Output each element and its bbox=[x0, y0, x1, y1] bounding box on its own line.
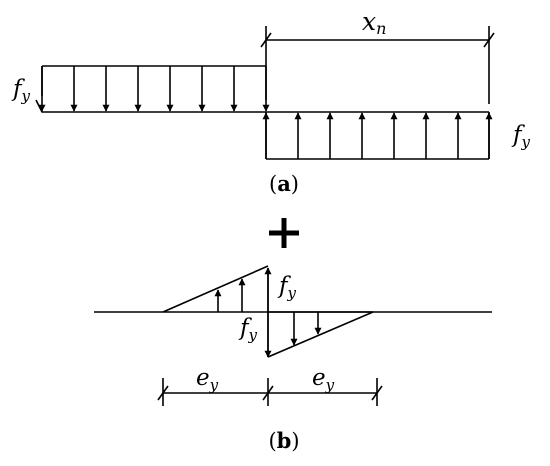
xn-tick-right bbox=[483, 32, 495, 48]
tension-block bbox=[265, 112, 490, 160]
tension-arrows bbox=[262, 112, 493, 159]
caption-a: (a) bbox=[269, 171, 299, 196]
fy-label-top: fy bbox=[277, 273, 297, 302]
caption-b: (b) bbox=[268, 428, 299, 453]
xn-label: xn bbox=[362, 7, 386, 38]
ey-tick-right bbox=[371, 385, 383, 401]
panel-a: xn fy fy (a) bbox=[11, 7, 531, 196]
beam-axis-left bbox=[35, 99, 266, 113]
upper-triangle-hypotenuse bbox=[162, 265, 269, 313]
panel-b: fy fy ey ey (b) bbox=[94, 265, 492, 453]
fy-label-bottom: fy bbox=[238, 315, 258, 344]
ey-tick-left bbox=[157, 385, 169, 401]
ey-dimension bbox=[157, 378, 383, 406]
ey-label-right: ey bbox=[312, 365, 335, 394]
plus-sign bbox=[269, 218, 299, 248]
fy-label-right: fy bbox=[511, 122, 531, 151]
xn-dimension bbox=[260, 26, 495, 104]
fy-label-left: fy bbox=[11, 76, 31, 105]
ey-tick-center bbox=[262, 385, 274, 401]
compression-arrows bbox=[38, 66, 270, 112]
compression-block bbox=[41, 65, 267, 100]
xn-tick-left bbox=[260, 32, 272, 48]
ey-label-left: ey bbox=[196, 365, 219, 394]
lower-triangle-hypotenuse bbox=[267, 311, 374, 358]
